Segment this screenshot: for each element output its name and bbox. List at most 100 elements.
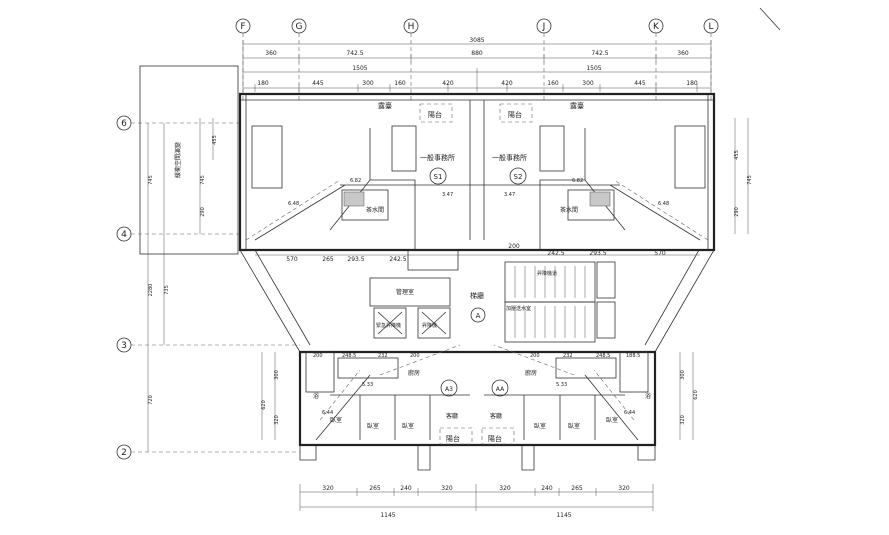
room-lobby: 梯廳 bbox=[470, 291, 484, 300]
room-tags: S1 S2 A A3 AA bbox=[429, 167, 527, 397]
dim: 6.48 bbox=[658, 201, 669, 207]
dim: 420 bbox=[501, 80, 513, 87]
bottom-dimensions: 320 265 240 320 320 240 265 320 1145 114… bbox=[299, 484, 654, 519]
grid-col-label: L bbox=[708, 22, 713, 32]
grid-row-label: 2 bbox=[121, 448, 127, 458]
unit-tag: A3 bbox=[445, 386, 453, 393]
room-kitchen: 廚房 bbox=[408, 369, 420, 377]
dim: 360 bbox=[265, 50, 277, 57]
core bbox=[369, 249, 616, 343]
room-admin: 管理室 bbox=[396, 288, 414, 296]
dim: 290 bbox=[200, 207, 206, 217]
dim: 745 bbox=[200, 175, 206, 185]
grid-row-label: 4 bbox=[121, 230, 127, 240]
dim: 620 bbox=[261, 400, 267, 410]
room-bedroom: 臥室 bbox=[367, 422, 379, 430]
dim: 3.47 bbox=[504, 192, 515, 198]
dim: 6.48 bbox=[288, 201, 299, 207]
dim: 745 bbox=[148, 175, 154, 185]
dim: 290 bbox=[734, 207, 740, 217]
unit-tag: A bbox=[476, 312, 481, 320]
stair-tag: S1 bbox=[434, 173, 443, 181]
dim: 880 bbox=[471, 50, 483, 57]
dim: 265 bbox=[571, 485, 583, 492]
dim: 455 bbox=[212, 135, 218, 145]
dim: 1505 bbox=[352, 65, 367, 72]
grid-rows: 6 4 3 2 bbox=[116, 115, 300, 460]
room-living: 客廳 bbox=[446, 412, 458, 420]
grid-col-label: J bbox=[542, 22, 546, 32]
dim: 720 bbox=[148, 395, 154, 405]
dim: 445 bbox=[634, 80, 646, 87]
room-balcony: 陽台 bbox=[488, 434, 502, 443]
room-tea: 茶水間 bbox=[366, 206, 384, 214]
dim: 320 bbox=[274, 415, 280, 425]
grid-row-label: 3 bbox=[121, 341, 127, 351]
dim: 200 bbox=[313, 353, 323, 359]
dim: 160 bbox=[547, 80, 559, 87]
unit-tag: AA bbox=[496, 386, 505, 393]
dim: 300 bbox=[680, 370, 686, 380]
dim: 735 bbox=[164, 285, 170, 295]
dim: 320 bbox=[322, 485, 334, 492]
dim: 6.82 bbox=[350, 178, 361, 184]
dim: 1145 bbox=[556, 512, 571, 519]
building-outline bbox=[238, 92, 716, 471]
dim: 320 bbox=[618, 485, 630, 492]
mid-dimensions: 570 265 293.5 242.5 200 242.5 293.5 570 … bbox=[255, 178, 700, 416]
dim: 300 bbox=[274, 370, 280, 380]
dim: 180 bbox=[686, 80, 698, 87]
dim: 248.5 bbox=[342, 353, 356, 359]
dim: 242.5 bbox=[547, 250, 564, 257]
room-tea: 茶水間 bbox=[560, 206, 578, 214]
dim: 745 bbox=[747, 175, 753, 185]
side-text: 緩衝空間演變 bbox=[174, 142, 182, 178]
room-bedroom: 臥室 bbox=[606, 416, 618, 424]
dim: 240 bbox=[541, 485, 553, 492]
dim: 200 bbox=[508, 243, 520, 250]
dim: 570 bbox=[286, 256, 298, 263]
room-bedroom: 臥室 bbox=[330, 416, 342, 424]
room-shaft: 昇降機 bbox=[422, 322, 437, 329]
dim: 2280 bbox=[148, 284, 154, 297]
room-bedroom: 臥室 bbox=[534, 422, 546, 430]
room-balcony: 陽台 bbox=[508, 110, 522, 119]
dim: 265 bbox=[322, 256, 334, 263]
dim: 293.5 bbox=[347, 256, 364, 263]
room-labels: 露臺 陽台 陽台 露臺 陽台 陽台 一般事務所 一般事務所 茶水間 茶水間 梯廳… bbox=[313, 101, 651, 443]
dim: 248.5 bbox=[596, 353, 610, 359]
room-living: 客廳 bbox=[490, 412, 502, 420]
dim-overall: 3085 bbox=[469, 37, 484, 44]
dim: 300 bbox=[362, 80, 374, 87]
dim: 620 bbox=[693, 390, 699, 400]
dim: 293.5 bbox=[589, 250, 606, 257]
dim: 742.5 bbox=[346, 50, 363, 57]
room-office: 一般事務所 bbox=[492, 153, 527, 162]
fixtures bbox=[251, 103, 706, 445]
room-toilet: 浴 bbox=[313, 392, 319, 400]
right-dimensions: 455 745 290 300 620 320 620 320 300 bbox=[261, 118, 753, 440]
stair-tag: S2 bbox=[514, 173, 523, 181]
dim: 6.44 bbox=[322, 410, 333, 416]
grid-col-label: H bbox=[408, 22, 415, 32]
ridge-lines bbox=[245, 179, 709, 441]
dim: 232 bbox=[378, 353, 388, 359]
left-dimensions: 緩衝空間演變 745 2280 735 720 745 290 455 bbox=[139, 65, 239, 452]
dim: 265 bbox=[369, 485, 381, 492]
top-dimensions: 3085 360 742.5 880 742.5 360 1505 1505 1… bbox=[242, 37, 712, 92]
room-balcony: 陽台 bbox=[428, 110, 442, 119]
room-balcony: 露臺 bbox=[570, 101, 584, 110]
grid-columns: F G H J K L bbox=[235, 18, 719, 100]
dim: 320 bbox=[499, 485, 511, 492]
room-office: 一般事務所 bbox=[420, 153, 455, 162]
dim: 742.5 bbox=[591, 50, 608, 57]
dim: 320 bbox=[680, 415, 686, 425]
grid-col-label: K bbox=[653, 22, 660, 32]
dim: 445 bbox=[312, 80, 324, 87]
dim: 240 bbox=[400, 485, 412, 492]
room-bedroom: 臥室 bbox=[568, 422, 580, 430]
room-kitchen: 廚房 bbox=[525, 369, 537, 377]
dim: 5.33 bbox=[362, 382, 373, 388]
dim: 3.47 bbox=[442, 192, 453, 198]
